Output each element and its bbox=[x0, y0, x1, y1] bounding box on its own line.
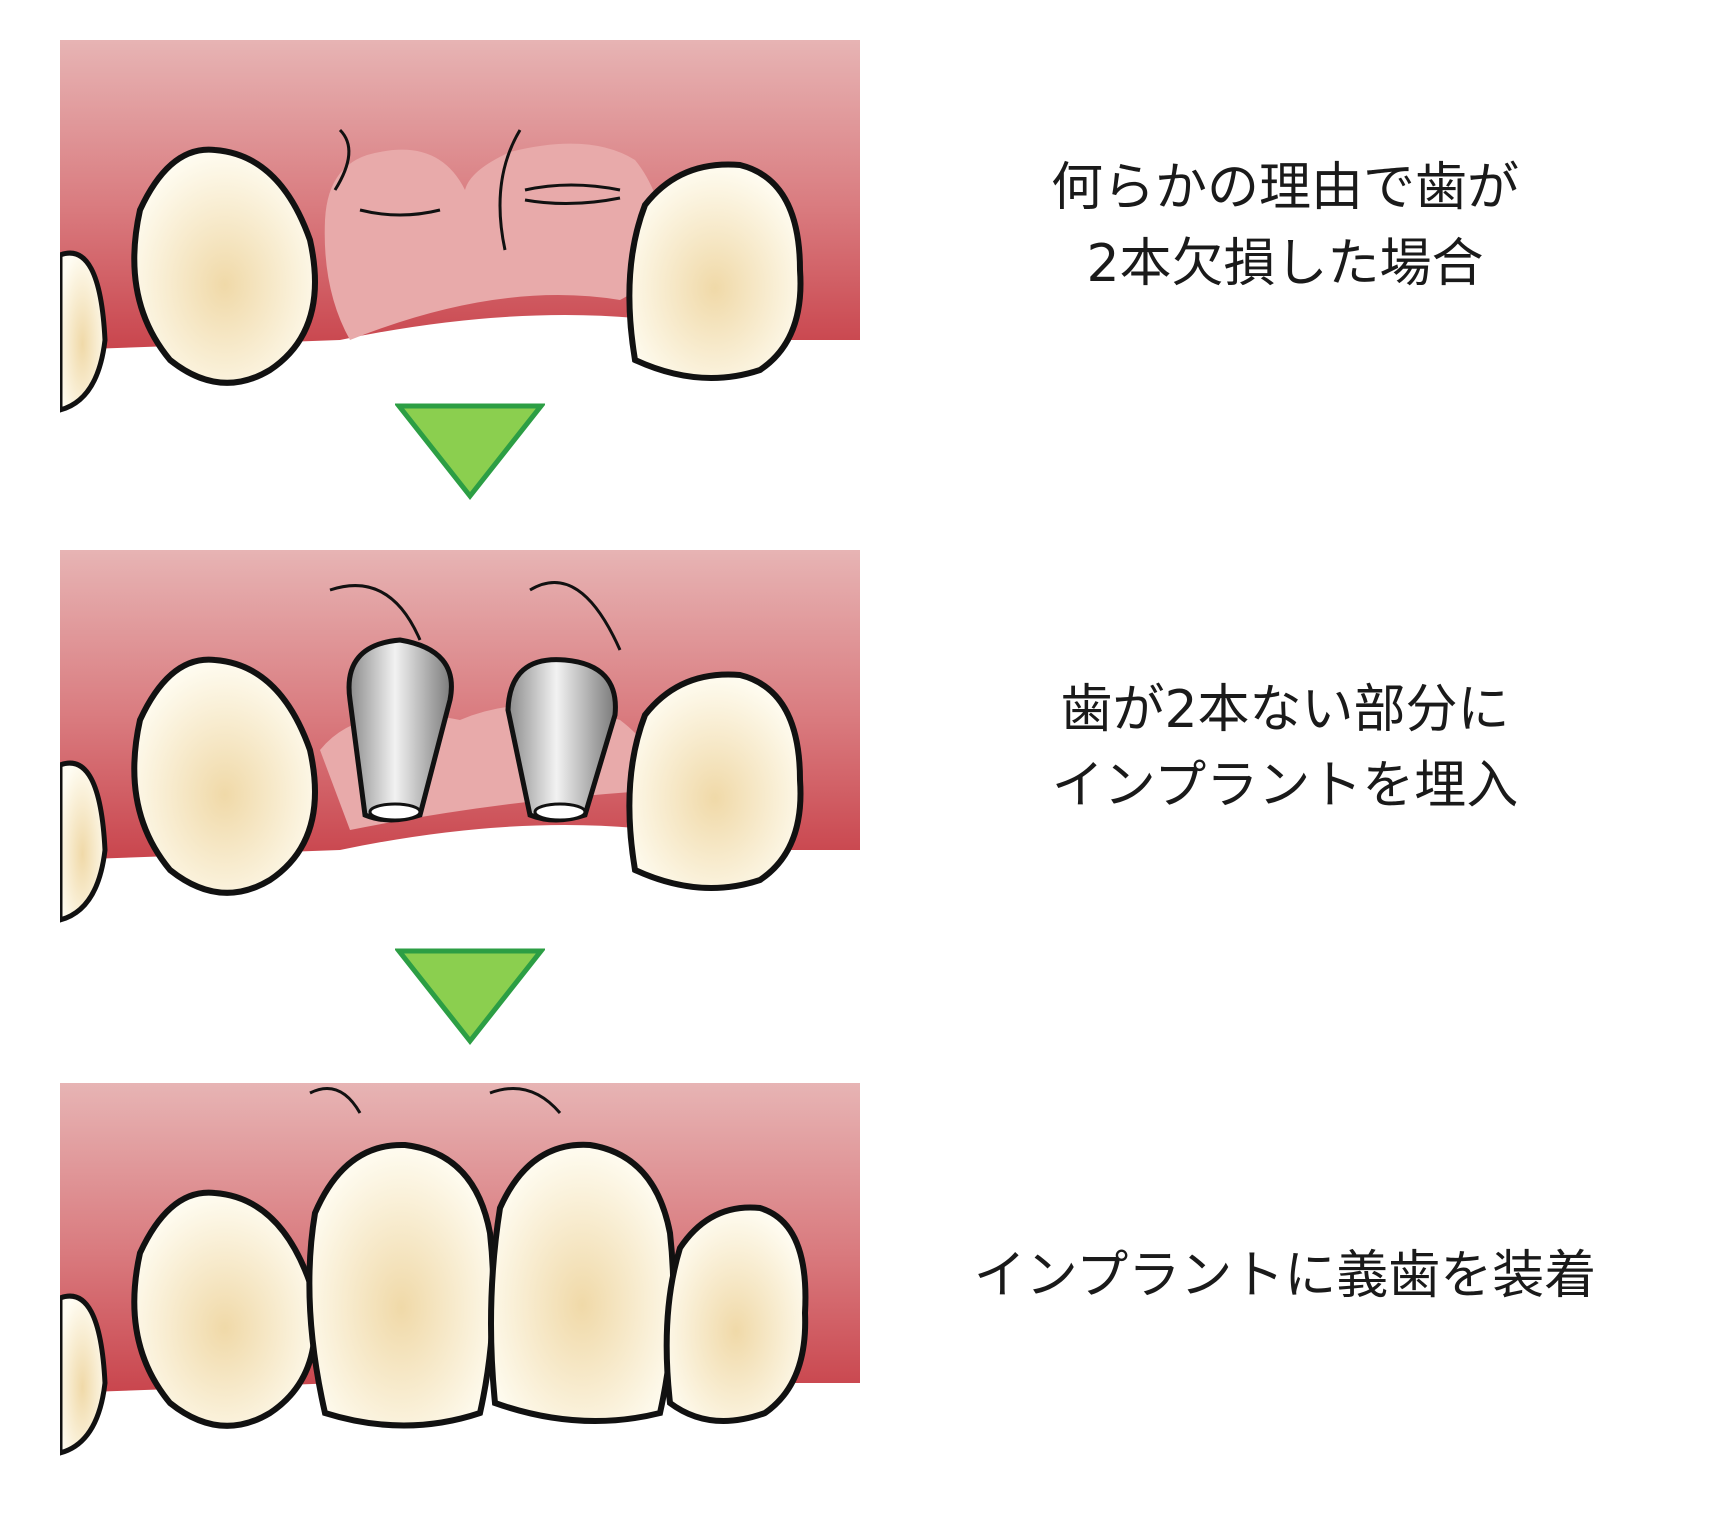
left-edge-tooth bbox=[60, 760, 108, 923]
crown-right bbox=[488, 1141, 677, 1424]
left-tooth bbox=[131, 1189, 318, 1429]
empty-gum-area bbox=[324, 143, 670, 340]
caption-line: 歯が2本ない部分に bbox=[1060, 680, 1510, 740]
left-tooth bbox=[131, 656, 318, 896]
crown-left bbox=[306, 1141, 497, 1429]
caption-step-3: インプラントに義歯を装着 bbox=[880, 1238, 1690, 1314]
right-tooth bbox=[663, 1204, 809, 1424]
caption-step-1: 何らかの理由で歯が 2本欠損した場合 bbox=[880, 150, 1690, 302]
left-edge-tooth bbox=[60, 1293, 108, 1456]
right-tooth bbox=[626, 161, 804, 381]
caption-step-2: 歯が2本ない部分に インプラントを埋入 bbox=[880, 672, 1690, 824]
crowns-illustration bbox=[60, 1083, 860, 1493]
caption-line: 何らかの理由で歯が bbox=[1050, 158, 1519, 218]
left-edge-tooth bbox=[60, 250, 108, 413]
caption-line: インプラントを埋入 bbox=[1051, 756, 1519, 816]
right-tooth bbox=[626, 671, 804, 891]
left-tooth bbox=[131, 146, 318, 386]
missing-teeth-illustration bbox=[60, 40, 860, 450]
implants-illustration bbox=[60, 550, 860, 960]
panel-crowns-attached bbox=[60, 1083, 860, 1493]
caption-line: 2本欠損した場合 bbox=[1086, 234, 1484, 294]
panel-missing-teeth bbox=[60, 40, 860, 450]
panel-implants-placed bbox=[60, 550, 860, 960]
down-triangle-icon bbox=[393, 402, 547, 502]
caption-line: インプラントに義歯を装着 bbox=[973, 1246, 1597, 1306]
down-triangle-icon bbox=[393, 947, 547, 1047]
